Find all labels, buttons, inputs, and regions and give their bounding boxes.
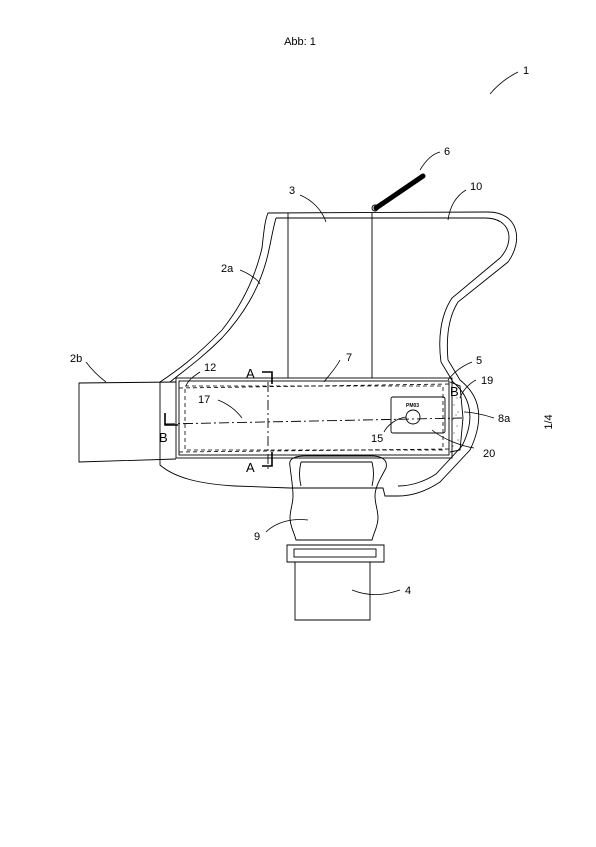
shaft-panel bbox=[287, 213, 373, 378]
ref-6: 6 bbox=[444, 146, 450, 158]
leader-15 bbox=[383, 416, 407, 433]
section-line-b bbox=[164, 417, 463, 425]
leader-3 bbox=[299, 194, 327, 223]
section-b-left-letter: B bbox=[159, 430, 168, 445]
ref-17: 17 bbox=[198, 394, 210, 406]
ref-12: 12 bbox=[204, 362, 216, 374]
leader-5 bbox=[447, 361, 473, 381]
leader-20 bbox=[431, 429, 475, 449]
ref-20: 20 bbox=[483, 448, 495, 460]
buckle-slot bbox=[293, 548, 377, 558]
band-seam-dashed bbox=[184, 385, 444, 451]
left-extension-tube bbox=[78, 381, 177, 463]
section-a-bottom-mark bbox=[262, 452, 273, 467]
leader-19 bbox=[459, 379, 477, 399]
leader-6 bbox=[419, 151, 441, 171]
section-a-bottom-letter: A bbox=[246, 460, 255, 475]
ref-10: 10 bbox=[470, 181, 482, 193]
leader-2b bbox=[85, 361, 107, 383]
label-tag bbox=[390, 396, 446, 434]
end-pad-stippled bbox=[449, 381, 464, 453]
section-b-right-letter: B bbox=[450, 384, 459, 399]
band-seam-bottom bbox=[178, 448, 450, 453]
boot-outer-contour bbox=[159, 211, 517, 497]
ref-4: 4 bbox=[405, 585, 411, 597]
buckle-lower bbox=[286, 544, 385, 563]
leader-8a bbox=[463, 411, 495, 419]
leader-2a bbox=[239, 269, 261, 285]
ref-2b: 2b bbox=[70, 353, 82, 365]
lower-strap bbox=[294, 562, 371, 621]
boot-inner-contour-left bbox=[169, 217, 277, 383]
handle-anchor bbox=[371, 204, 379, 212]
ref-7: 7 bbox=[346, 352, 352, 364]
band-outer bbox=[175, 377, 453, 459]
ref-9: 9 bbox=[254, 531, 260, 543]
section-a-top-letter: A bbox=[246, 366, 255, 381]
label-tag-text: PM03 bbox=[406, 403, 419, 409]
ref-2a: 2a bbox=[221, 263, 234, 275]
buckle-upper bbox=[289, 455, 387, 541]
section-b-left-mark bbox=[164, 413, 178, 426]
leader-17 bbox=[217, 399, 243, 419]
buckle-upper-inner bbox=[299, 461, 374, 487]
pull-handle bbox=[373, 173, 426, 211]
leader-12 bbox=[185, 371, 201, 387]
section-a-top-mark bbox=[262, 371, 273, 384]
leader-9 bbox=[265, 519, 309, 533]
ref-8a: 8a bbox=[498, 413, 511, 425]
ref-19: 19 bbox=[481, 375, 493, 387]
leader-4 bbox=[351, 589, 401, 595]
figure-title: Abb: 1 bbox=[284, 36, 316, 48]
boot-inner-contour bbox=[276, 217, 510, 487]
ref-3: 3 bbox=[289, 185, 295, 197]
leader-10 bbox=[447, 189, 467, 221]
leader-1 bbox=[489, 71, 519, 95]
band-inner bbox=[178, 380, 450, 456]
ref-5: 5 bbox=[476, 355, 482, 367]
ref-15: 15 bbox=[371, 433, 383, 445]
ref-1: 1 bbox=[523, 65, 529, 77]
page-number: 1/4 bbox=[543, 414, 555, 429]
tag-hole bbox=[405, 409, 421, 425]
band-seam-top bbox=[178, 383, 450, 389]
leader-7 bbox=[323, 359, 341, 383]
